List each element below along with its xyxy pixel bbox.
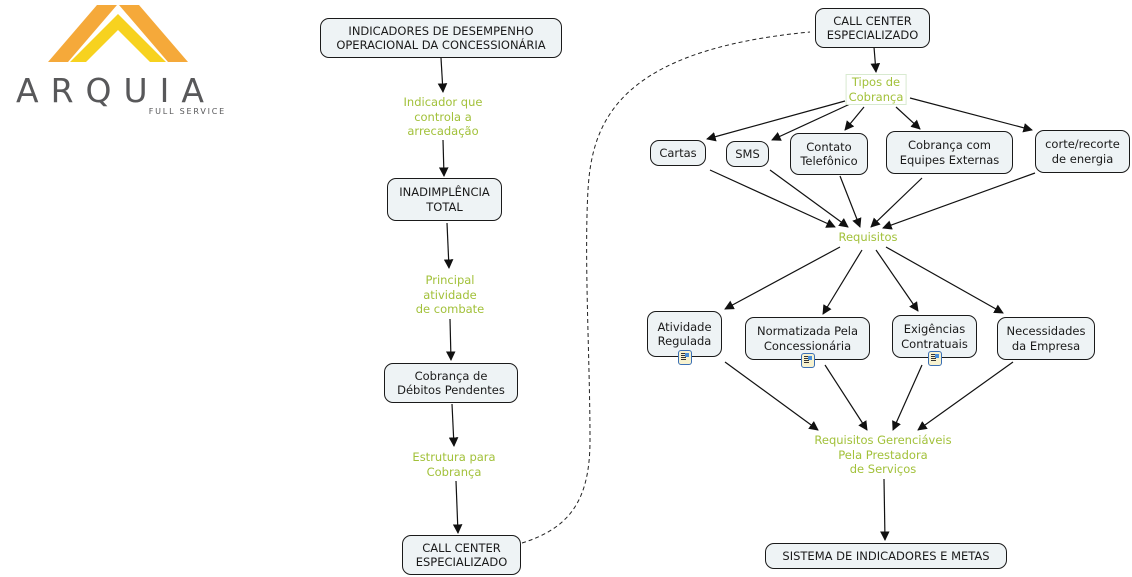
edge-necessidades-gerenciaveis [917,361,1014,431]
node-normatizada-label: Normatizada Pela Concessionária [756,324,859,353]
edge-sms-requisitos [769,169,849,228]
roof-outer-icon [48,5,117,62]
edge-exigencias-gerenciaveis [892,364,923,431]
edge-requisitos-necessidades [885,246,1004,314]
edge-crosslink-callcenter [521,31,811,544]
roof-inner-icon [70,14,166,62]
phrase-indicador: Indicador que controla a arrecadação [403,95,483,139]
edge-requisitos-atividade [724,246,841,310]
node-cobranca-debitos[interactable]: Cobrança de Débitos Pendentes [384,363,518,403]
edge-indicadores-indicador [437,57,448,93]
phrase-tipos: Tipos de Cobrança [845,74,907,105]
edge-corte-requisitos [882,172,1036,230]
edge-principal-cobranca [445,318,456,361]
edge-tipos-cartas [706,100,846,142]
edge-gerenciaveis-sistema [880,478,890,541]
node-call-center-right[interactable]: CALL CENTER ESPECIALIZADO [815,8,930,48]
node-call-center-left[interactable]: CALL CENTER ESPECIALIZADO [402,535,521,575]
node-normatizada[interactable]: Normatizada Pela Concessionária [745,317,870,368]
node-necessidades[interactable]: Necessidades da Empresa [997,317,1095,360]
node-cartas[interactable]: Cartas [650,140,706,166]
phrase-gerenciaveis: Requisitos Gerenciáveis Pela Prestadora … [814,433,952,477]
edge-requisitos-normatizada [822,249,863,315]
document-image-icon[interactable] [927,351,942,366]
edge-requisitos-exigencias [875,249,919,312]
arquia-logo: ARQUIA FULL SERVICE [16,5,226,116]
node-exigencias[interactable]: Exigências Contratuais [892,315,977,366]
node-inadimplencia[interactable]: INADIMPLÊNCIA TOTAL [387,178,502,221]
edge-tipos-sms [771,103,851,141]
node-indicadores[interactable]: INDICADORES DE DESEMPENHO OPERACIONAL DA… [320,18,562,58]
edge-cobranca-estrutura [448,403,459,447]
node-sms[interactable]: SMS [726,141,769,167]
edge-tipos-contato [844,106,865,131]
node-atividade-label: Atividade Regulada [657,319,712,349]
logo-tagline: FULL SERVICE [149,107,226,116]
edge-atividade-gerenciaveis [724,361,819,431]
logo-name: ARQUIA [16,71,216,110]
phrase-estrutura: Estrutura para Cobrança [412,450,496,479]
node-exigencias-label: Exigências Contratuais [901,322,968,351]
edge-tipos-corte [909,97,1033,133]
document-image-icon[interactable] [800,353,815,368]
node-sistema[interactable]: SISTEMA DE INDICADORES E METAS [765,543,1007,569]
edge-tipos-equipes [895,106,921,130]
phrase-requisitos: Requisitos [838,230,898,245]
node-atividade[interactable]: Atividade Regulada [647,311,722,365]
phrase-principal: Principal atividade de combate [415,273,485,317]
edge-indicador-inadimplencia [438,139,449,177]
document-image-icon[interactable] [677,350,692,365]
node-corte[interactable]: corte/recorte de energia [1035,130,1130,173]
node-equipes[interactable]: Cobrança com Equipes Externas [886,131,1013,174]
edge-estrutura-callcenter [452,480,463,534]
edge-normatizada-gerenciaveis [824,364,868,431]
edge-inadimplencia-principal [443,222,454,269]
node-contato[interactable]: Contato Telefônico [790,133,868,175]
edge-callcenter-tipos [870,46,881,73]
edge-equipes-requisitos [870,177,923,228]
edge-cartas-requisitos [709,169,836,228]
edge-contato-requisitos [839,175,862,228]
